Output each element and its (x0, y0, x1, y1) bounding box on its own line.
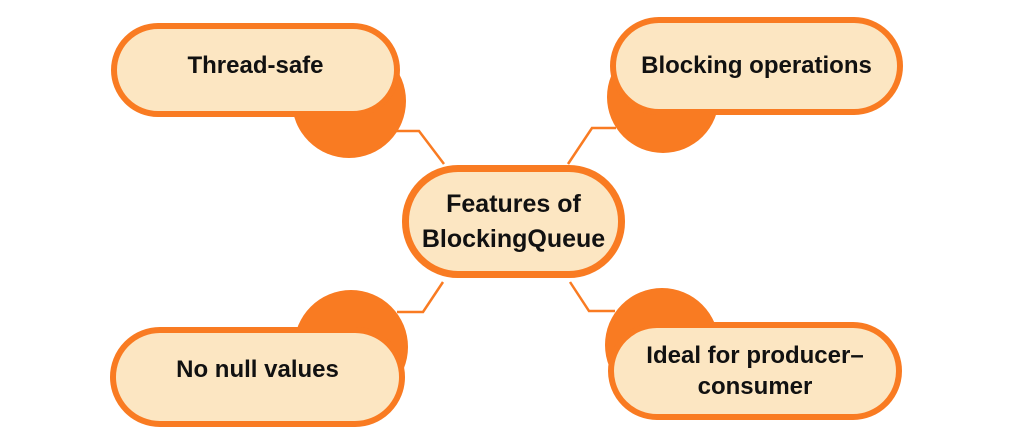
connector-top-right (566, 126, 616, 165)
connector-bottom-left (397, 281, 445, 314)
feature-label-producer-consumer: Ideal for producer–consumer (646, 341, 864, 400)
connector-top-left (396, 129, 445, 165)
feature-label-thread-safe: Thread-safe (187, 52, 324, 79)
center-node-label: Features of BlockingQueue (421, 189, 606, 253)
feature-node-blocking-operations: Blocking operations (610, 17, 903, 115)
feature-label-no-null-values: No null values (176, 356, 339, 383)
center-node: Features of BlockingQueue (402, 165, 625, 278)
feature-node-thread-safe: Thread-safe (111, 23, 400, 117)
connector-bottom-right (568, 281, 615, 313)
feature-node-producer-consumer: Ideal for producer–consumer (608, 322, 902, 420)
feature-node-no-null-values: No null values (110, 327, 405, 427)
feature-label-blocking-operations: Blocking operations (641, 52, 872, 79)
